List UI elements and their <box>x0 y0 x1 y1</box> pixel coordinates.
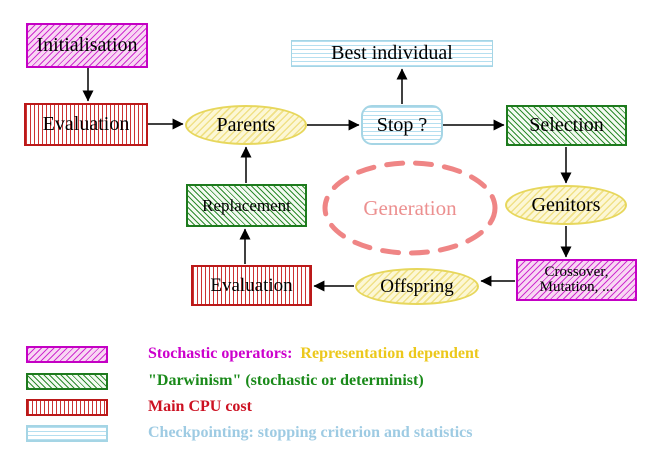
legend-row-darwinism: "Darwinism" (stochastic or determinist) <box>26 372 424 390</box>
node-evaluation-bottom: Evaluation <box>191 265 312 306</box>
crossover-label-line1: Crossover, <box>544 263 609 280</box>
legend-row-cpu-cost: Main CPU cost <box>26 398 252 416</box>
node-offspring: Offspring <box>355 268 479 305</box>
node-initialisation: Initialisation <box>26 23 148 68</box>
legend-label-darwinism: "Darwinism" (stochastic or determinist) <box>148 372 424 389</box>
legend-label-checkpointing: Checkpointing: stopping criterion and st… <box>148 424 473 441</box>
node-selection: Selection <box>506 105 627 146</box>
crossover-label-line2: Mutation, ... <box>539 279 614 295</box>
legend-swatch-magenta-hatch <box>26 345 108 363</box>
node-genitors: Genitors <box>505 185 627 225</box>
node-parents: Parents <box>185 105 307 145</box>
legend-row-checkpointing: Checkpointing: stopping criterion and st… <box>26 424 472 442</box>
node-crossover-mutation: Crossover, Mutation, ... <box>516 259 637 301</box>
legend-swatch-cyan-stripes <box>26 424 108 442</box>
generation-dashed-ellipse <box>322 160 498 256</box>
generation-cycle-label: Generation <box>363 195 457 220</box>
legend-swatch-green-hatch <box>26 372 108 390</box>
node-replacement: Replacement <box>186 184 307 227</box>
legend-label-stochastic: Stochastic operators: Representation dep… <box>148 345 480 362</box>
node-stop-decision: Stop ? <box>361 105 443 145</box>
node-best-individual: Best individual <box>291 40 493 67</box>
node-evaluation-top: Evaluation <box>24 103 148 146</box>
legend-swatch-red-stripes <box>26 398 108 416</box>
legend-row-stochastic: Stochastic operators: Representation dep… <box>26 345 479 363</box>
legend-label-cpu-cost: Main CPU cost <box>148 398 252 415</box>
